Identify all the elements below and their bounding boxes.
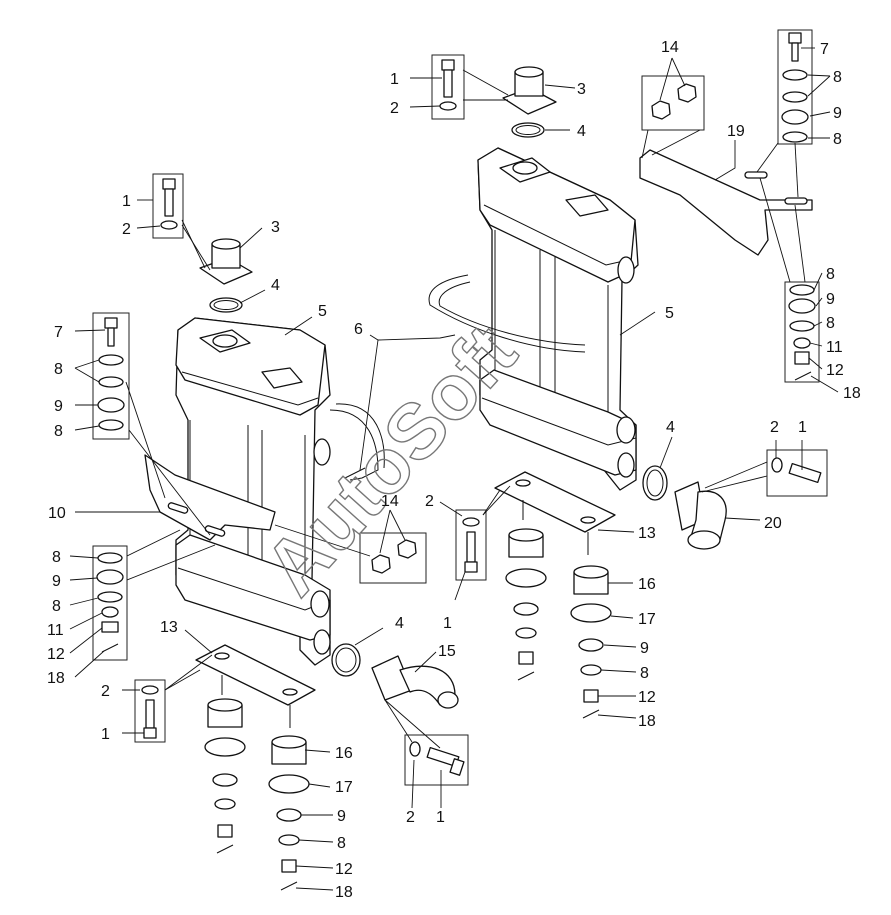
callout-17: 17	[335, 779, 353, 796]
callout-1: 1	[798, 419, 807, 436]
right-radiator-assembly	[428, 147, 639, 491]
right-washer-stack-lower	[784, 281, 820, 383]
callout-8: 8	[833, 69, 842, 86]
callout-13: 13	[160, 619, 178, 636]
callout-2: 2	[101, 683, 110, 700]
callout-8: 8	[833, 131, 842, 148]
callout-1: 1	[122, 193, 131, 210]
callout-1: 1	[101, 726, 110, 743]
callout-15: 15	[438, 643, 456, 660]
callout-4: 4	[395, 615, 404, 632]
callout-20: 20	[764, 515, 782, 532]
callout-6: 6	[354, 321, 363, 338]
callout-5: 5	[318, 303, 327, 320]
leader-lines	[69, 47, 839, 891]
callout-8: 8	[826, 315, 835, 332]
callout-2: 2	[425, 493, 434, 510]
callout-11: 11	[47, 622, 64, 639]
callout-2: 2	[122, 221, 131, 238]
callout-9: 9	[826, 291, 835, 308]
left-radiator-assembly	[144, 317, 385, 666]
callout-2: 2	[770, 419, 779, 436]
callout-13: 13	[638, 525, 656, 542]
left-mount-assembly	[134, 644, 316, 891]
right-mount-assembly	[455, 471, 616, 719]
right-washer-stack-upper	[777, 29, 813, 145]
left-washer-stack-upper	[92, 312, 130, 440]
right-top-fittings	[431, 54, 557, 138]
callout-8: 8	[337, 835, 346, 852]
center-nuts-14	[359, 532, 427, 584]
callout-9: 9	[52, 573, 61, 590]
elbow-fitting-15	[331, 643, 469, 786]
callout-9: 9	[337, 808, 346, 825]
callout-2: 2	[406, 809, 415, 826]
callout-18: 18	[47, 670, 65, 687]
callout-8: 8	[54, 361, 63, 378]
elbow-fitting-20	[642, 449, 828, 550]
callout-3: 3	[577, 81, 586, 98]
callout-11: 11	[826, 339, 843, 356]
callout-9: 9	[640, 640, 649, 657]
top-nuts-14	[641, 75, 705, 131]
callout-5: 5	[665, 305, 674, 322]
callout-2: 2	[390, 100, 399, 117]
callout-18: 18	[335, 884, 353, 901]
callout-9: 9	[833, 105, 842, 122]
left-washer-stack-lower	[92, 545, 128, 661]
callout-9: 9	[54, 398, 63, 415]
callout-14: 14	[381, 493, 399, 510]
callout-18: 18	[843, 385, 861, 402]
callout-10: 10	[48, 505, 66, 522]
callout-8: 8	[52, 549, 61, 566]
callout-1: 1	[390, 71, 399, 88]
callout-4: 4	[577, 123, 586, 140]
callout-16: 16	[335, 745, 353, 762]
left-top-fittings	[152, 173, 253, 313]
callout-3: 3	[271, 219, 280, 236]
callout-12: 12	[638, 689, 656, 706]
callout-12: 12	[47, 646, 65, 663]
callout-18: 18	[638, 713, 656, 730]
callout-12: 12	[826, 362, 844, 379]
callout-14: 14	[661, 39, 679, 56]
callout-labels: 1 2 3 4 5 6 7 8 9 8 10 8 9 8 11 12 18 14…	[47, 39, 861, 901]
callout-12: 12	[335, 861, 353, 878]
callout-4: 4	[271, 277, 280, 294]
callout-16: 16	[638, 576, 656, 593]
bracket-19	[639, 149, 813, 256]
callout-7: 7	[820, 41, 829, 58]
callout-1: 1	[436, 809, 445, 826]
callout-7: 7	[54, 324, 63, 341]
callout-4: 4	[666, 419, 675, 436]
callout-8: 8	[826, 266, 835, 283]
callout-19: 19	[727, 123, 745, 140]
callout-8: 8	[54, 423, 63, 440]
callout-8: 8	[52, 598, 61, 615]
callout-8: 8	[640, 665, 649, 682]
callout-17: 17	[638, 611, 656, 628]
callout-1: 1	[443, 615, 452, 632]
